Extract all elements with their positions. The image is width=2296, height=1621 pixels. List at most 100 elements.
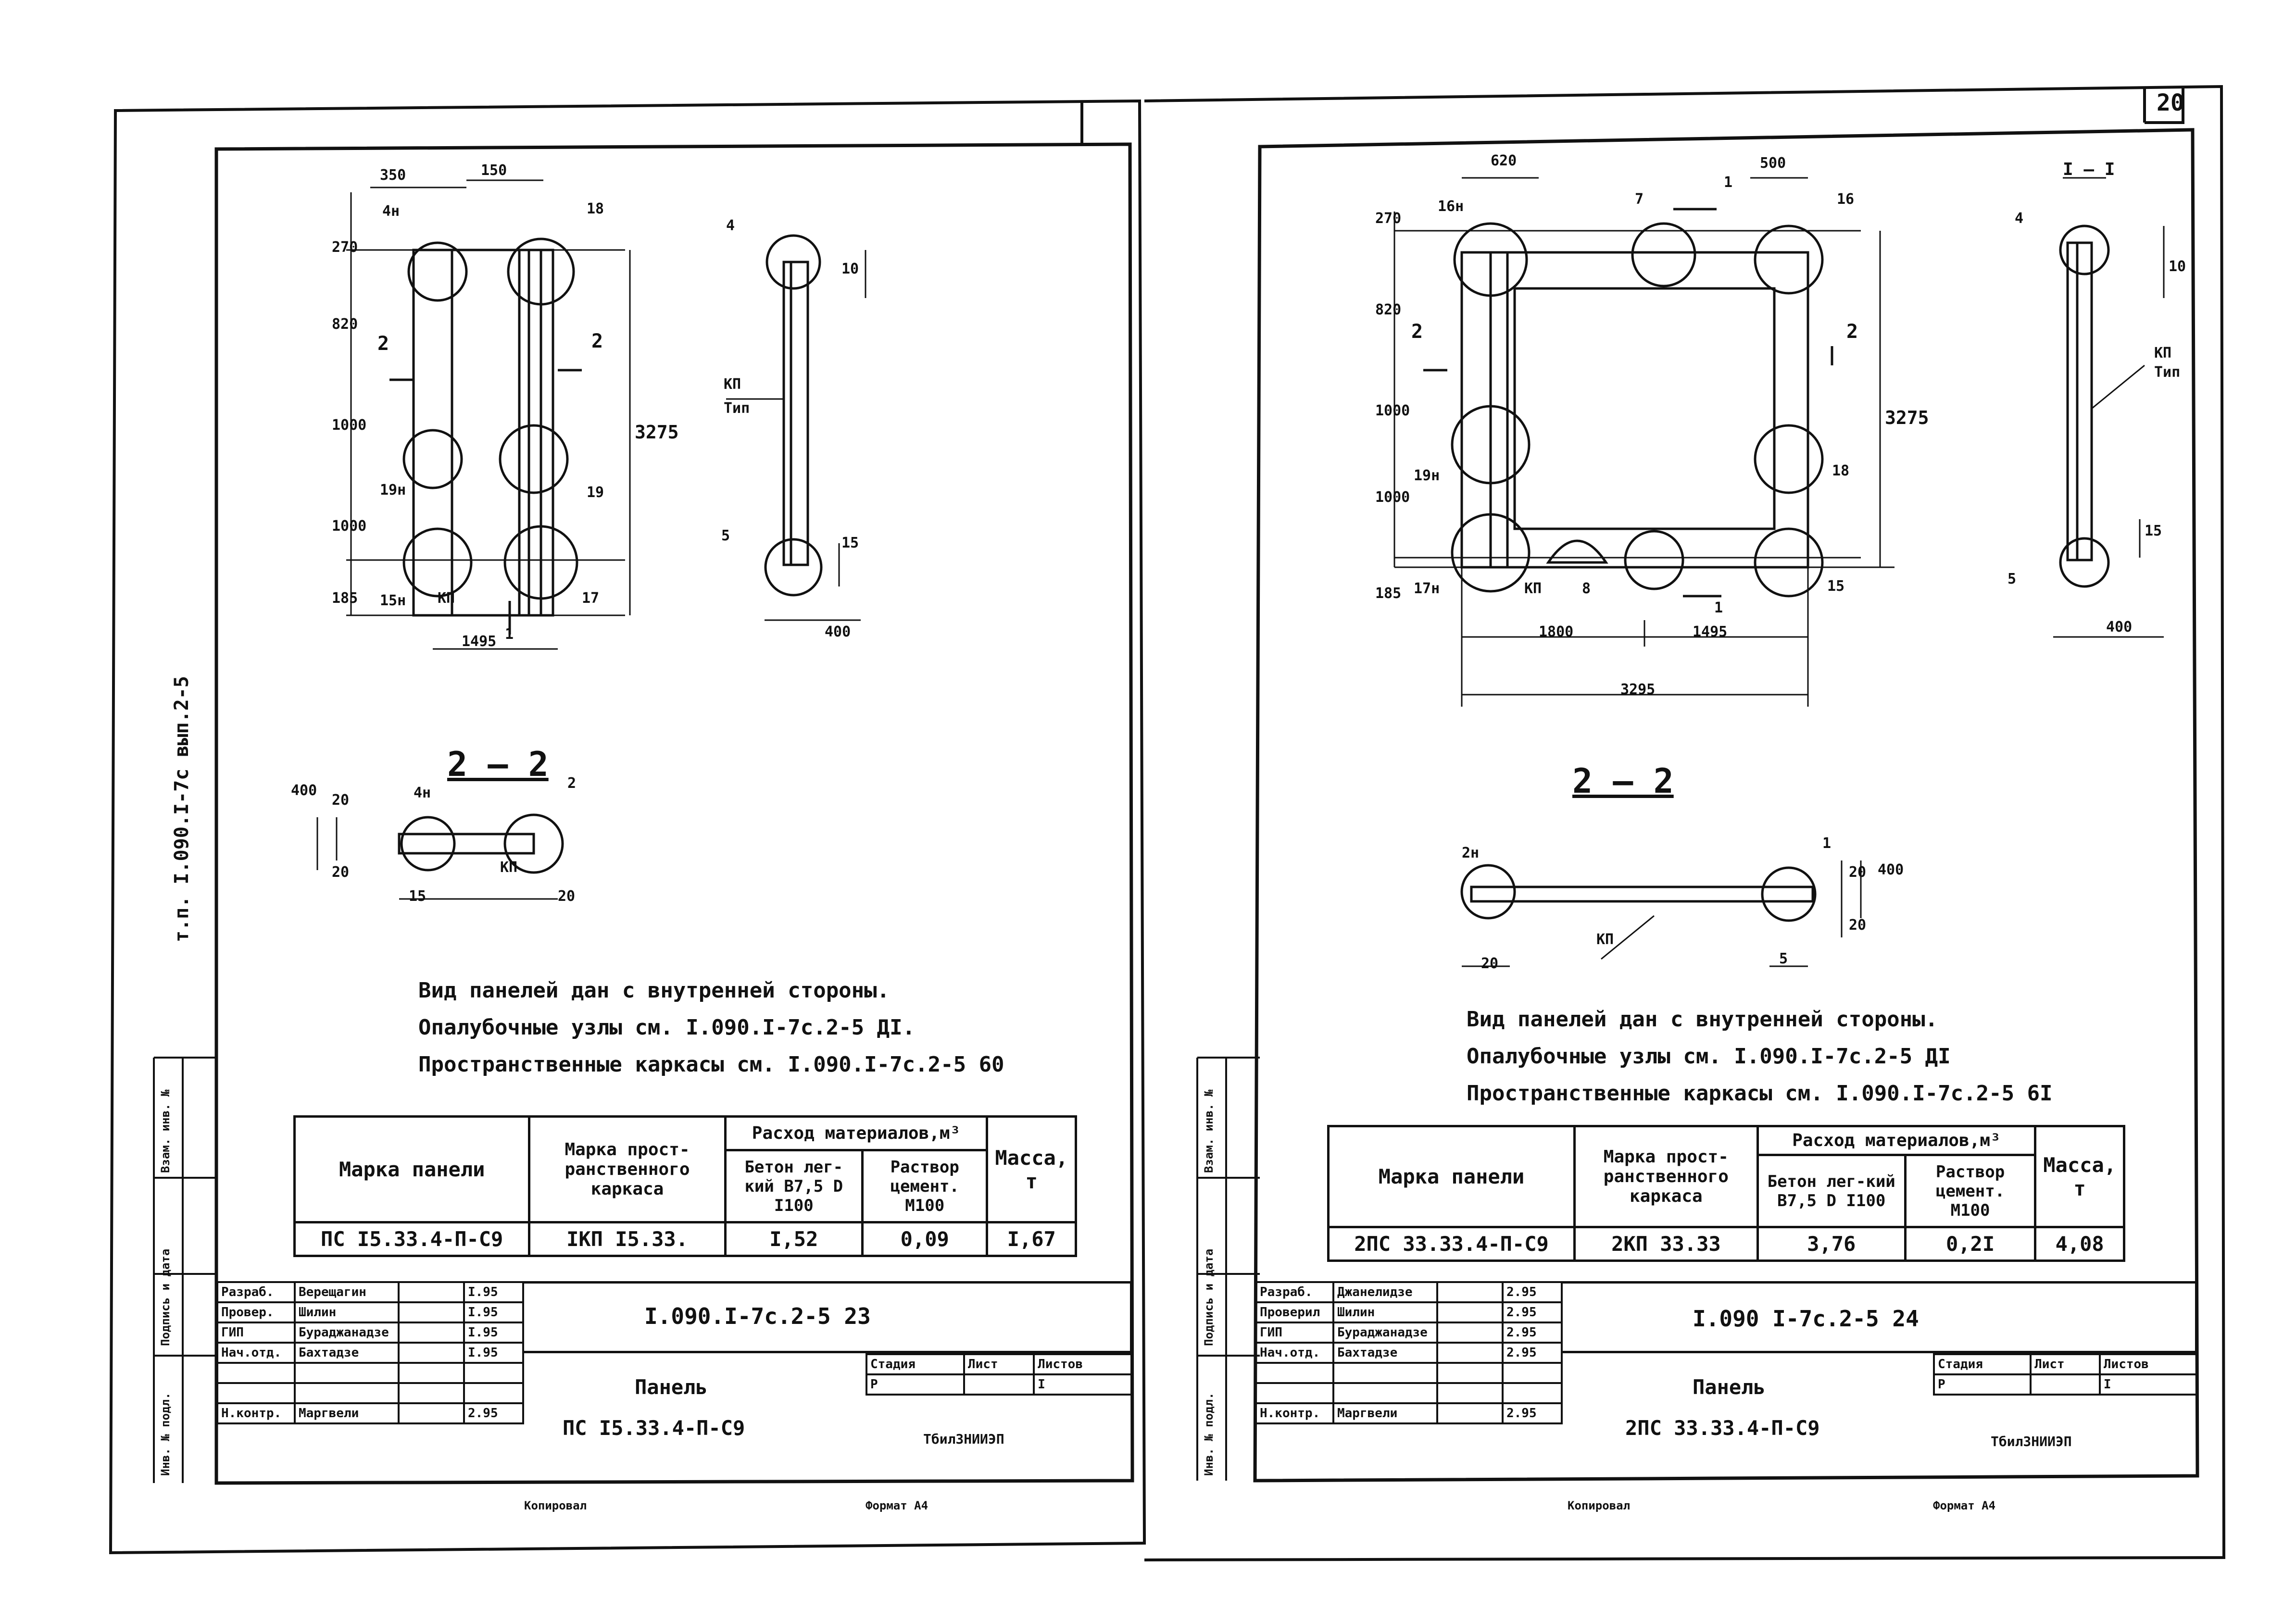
left-role-5 (216, 1362, 296, 1384)
right-label-7: 7 (1635, 191, 1644, 208)
right-note-3: Пространственные каркасы см. I.090.I-7с.… (1467, 1081, 2053, 1106)
left-label-18: 18 (587, 200, 604, 217)
left-label-15n: 15н (380, 592, 406, 609)
left-dim-side15: 15 (841, 535, 859, 551)
right-th-frame: Марка прост-ранственного каркаса (1573, 1125, 1759, 1228)
right-materials-table: Марка панели Марка прост-ранственного ка… (1327, 1125, 2125, 1262)
left-dim-top-left: 350 (380, 167, 406, 184)
left-date-3: I.95 (463, 1322, 524, 1344)
right-stamp-code: I.090 I-7с.2-5 24 (1693, 1306, 1919, 1332)
right-stage: Р (1932, 1373, 2032, 1396)
left-materials-table: Марка панели Марка прост-ранственного ка… (293, 1115, 1077, 1257)
right-label-17n: 17н (1414, 580, 1440, 597)
left-dim-height: 3275 (635, 422, 679, 443)
left-margin-2: Подпись и дата (159, 1248, 172, 1346)
left-note-3: Пространственные каркасы см. I.090.I-7с.… (418, 1052, 1004, 1077)
left-sec2-20b: 20 (332, 864, 350, 881)
right-stamp-title-1: Панель (1693, 1375, 1766, 1399)
left-section-title: 2 – 2 (447, 745, 549, 784)
left-stage: Р (866, 1373, 965, 1396)
right-name-7: Маргвели (1332, 1402, 1438, 1424)
left-label-4n: 4н (382, 203, 400, 220)
right-label-8: 8 (1582, 580, 1591, 597)
right-label-15: 15 (1827, 578, 1845, 595)
right-sec2-20a: 20 (1849, 864, 1867, 881)
left-label-19n: 19н (380, 482, 406, 499)
right-dim-side10: 10 (2169, 258, 2186, 275)
right-dim-h1: 270 (1375, 210, 1402, 227)
right-dim-top-left: 620 (1491, 152, 1517, 169)
right-date-1: 2.95 (1502, 1281, 1563, 1303)
right-sec-kp-top: КП (2154, 345, 2172, 362)
left-dim-side10: 10 (841, 261, 859, 277)
right-sec2-20c: 20 (1481, 955, 1499, 972)
left-row-frame: IКП I5.33. (528, 1221, 727, 1257)
right-name-1: Джанелидзе (1332, 1281, 1438, 1303)
right-sheets-h: Листов (2098, 1353, 2198, 1375)
left-side-code: т.п. I.090.I-7с вып.2-5 (171, 676, 193, 942)
left-role-1: Разраб. (216, 1281, 296, 1303)
right-role-3: ГИП (1255, 1322, 1334, 1344)
left-dim-side400: 400 (825, 623, 851, 640)
right-dim-side400: 400 (2106, 619, 2133, 636)
right-dim-h3: 1000 (1375, 402, 1410, 419)
left-sec2-kp: КП (500, 859, 518, 876)
left-sheet (963, 1373, 1035, 1396)
right-row-mark: 2ПС 33.33.4-П-С9 (1327, 1226, 1576, 1262)
right-date-3: 2.95 (1502, 1322, 1563, 1344)
right-sec-label-4: 4 (2015, 210, 2024, 227)
left-label-kp: КП (438, 590, 455, 607)
right-label-kp: КП (1524, 580, 1542, 597)
left-sec2-20c: 20 (558, 888, 576, 905)
right-label-2: 2 (1411, 321, 1423, 343)
right-dim-b2: 1495 (1693, 623, 1728, 640)
left-sec2-20a: 20 (332, 792, 350, 809)
left-label-19: 19 (587, 484, 604, 501)
right-date-2: 2.95 (1502, 1301, 1563, 1323)
right-name-3: Бураджанадзе (1332, 1322, 1438, 1344)
right-sec2-2n: 2н (1462, 845, 1480, 861)
left-format: Формат А4 (866, 1499, 928, 1512)
left-sheets: I (1033, 1373, 1132, 1396)
right-copied: Копировал (1568, 1499, 1631, 1512)
left-label-2b: 2 (591, 330, 603, 352)
left-th-mass: Масса, т (986, 1115, 1077, 1223)
right-label-19n: 19н (1414, 467, 1440, 484)
left-stamp-code-box (524, 1281, 1132, 1353)
left-role-3: ГИП (216, 1322, 296, 1344)
left-copied: Копировал (524, 1499, 587, 1512)
left-row-mass: I,67 (986, 1221, 1077, 1257)
left-name-2: Шилин (294, 1301, 400, 1323)
left-date-1: I.95 (463, 1281, 524, 1303)
right-dim-side15: 15 (2145, 523, 2162, 539)
right-margin-3: Взам. инв. № (1202, 1089, 1216, 1173)
left-row-mark: ПС I5.33.4-П-С9 (293, 1221, 531, 1257)
left-notes: Вид панелей дан с внутренней стороны. Оп… (418, 978, 1004, 1077)
right-row-frame: 2КП 33.33 (1573, 1226, 1759, 1262)
left-margin-3: Взам. инв. № (159, 1089, 172, 1173)
left-dim-top-right: 150 (481, 162, 507, 179)
right-org: ТбилЗНИИЭП (1991, 1434, 2072, 1449)
left-stage-h: Стадия (866, 1353, 965, 1375)
right-dim-height: 3275 (1885, 407, 1929, 428)
right-role-5 (1255, 1362, 1334, 1384)
left-sec2-400: 400 (291, 782, 317, 799)
left-sec-label-5: 5 (721, 527, 730, 544)
page-number: 20 (2157, 89, 2184, 116)
right-margin-2: Подпись и дата (1202, 1248, 1216, 1346)
right-role-6 (1255, 1382, 1334, 1404)
left-stamp-title-2: ПС I5.33.4-П-С9 (563, 1416, 745, 1440)
left-sec-kp-top: КП (724, 376, 741, 393)
right-th-concrete: Бетон лег-кий В7,5 D I100 (1756, 1154, 1907, 1228)
right-sheet-h: Лист (2030, 1353, 2101, 1375)
right-role-2: Проверил (1255, 1301, 1334, 1323)
right-dim-b1: 1800 (1539, 623, 1574, 640)
right-label-16: 16 (1837, 191, 1855, 208)
left-role-6 (216, 1382, 296, 1404)
left-th-mortar: Раствор цемент. М100 (861, 1149, 989, 1223)
right-sheets: I (2098, 1373, 2198, 1396)
right-label-18: 18 (1832, 462, 1850, 479)
left-name-7: Маргвели (294, 1402, 400, 1424)
